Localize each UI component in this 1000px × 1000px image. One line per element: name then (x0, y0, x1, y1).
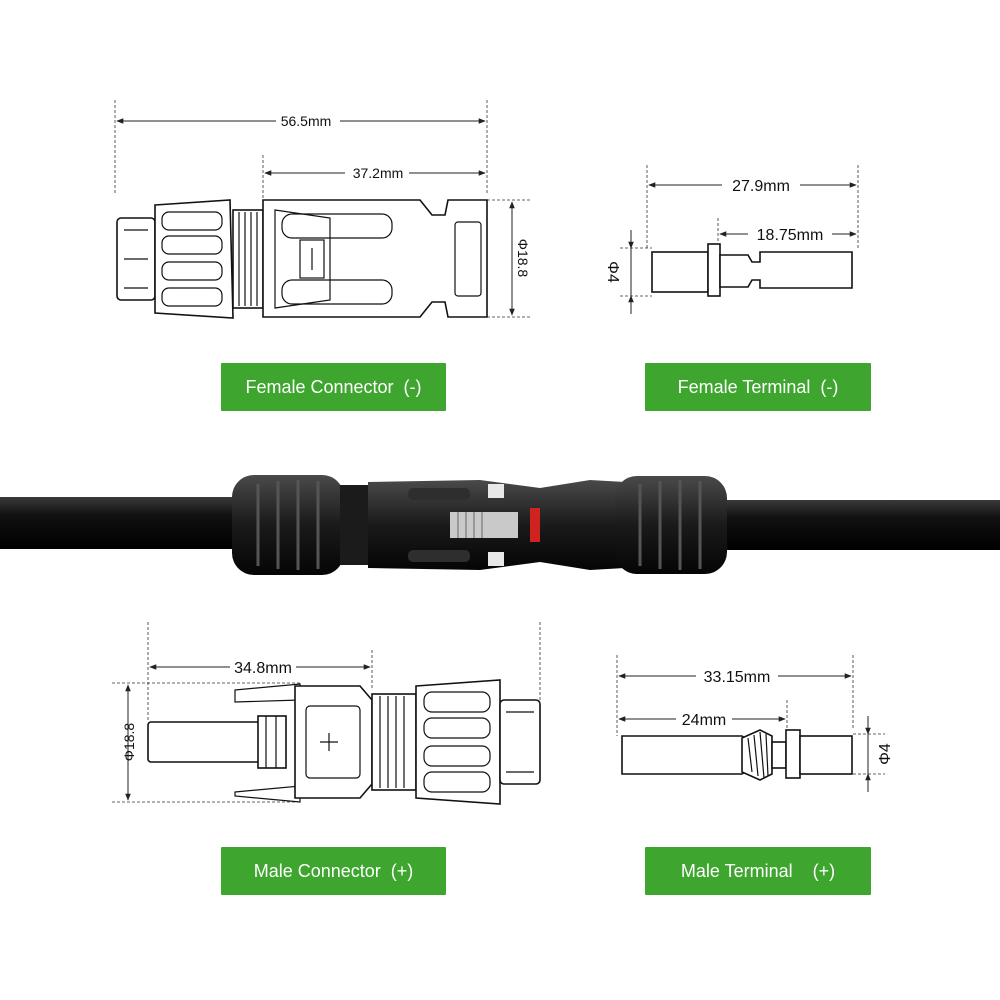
female-connector-overall-dim: 56.5mm (281, 113, 332, 129)
female-connector-body-dim: 37.2mm (353, 165, 404, 181)
male-connector-length-dim: 34.8mm (234, 660, 292, 677)
female-connector-diameter-dim: Φ18.8 (515, 239, 531, 278)
female-terminal-drawing: 27.9mm 18.75mm Φ4 (604, 165, 859, 314)
female-terminal-diameter-dim: Φ4 (604, 261, 621, 283)
male-terminal-overall-dim: 33.15mm (704, 669, 771, 686)
female-connector-label: Female Connector (-) (221, 363, 446, 411)
male-terminal-pin-dim: 24mm (682, 712, 726, 729)
cable-right (720, 500, 1000, 550)
female-terminal-overall-dim: 27.9mm (732, 178, 790, 195)
male-terminal-diameter-dim: Φ4 (877, 743, 894, 765)
female-terminal-label: Female Terminal (-) (645, 363, 871, 411)
male-connector-drawing: 34.8mm Φ18.8 (112, 622, 541, 805)
red-seal-ring (530, 508, 540, 542)
male-connector-label: Male Connector (+) (221, 847, 446, 895)
female-connector-drawing: 56.5mm 37.2mm Φ18.8 (114, 100, 531, 319)
male-connector-diameter-dim: Φ18.8 (121, 723, 137, 762)
male-terminal-drawing: 33.15mm 24mm Φ4 (616, 655, 894, 792)
cable-left (0, 497, 250, 549)
female-terminal-pin-dim: 18.75mm (757, 227, 824, 244)
connected-pair-illustration (0, 475, 1000, 575)
male-terminal-label: Male Terminal (+) (645, 847, 871, 895)
